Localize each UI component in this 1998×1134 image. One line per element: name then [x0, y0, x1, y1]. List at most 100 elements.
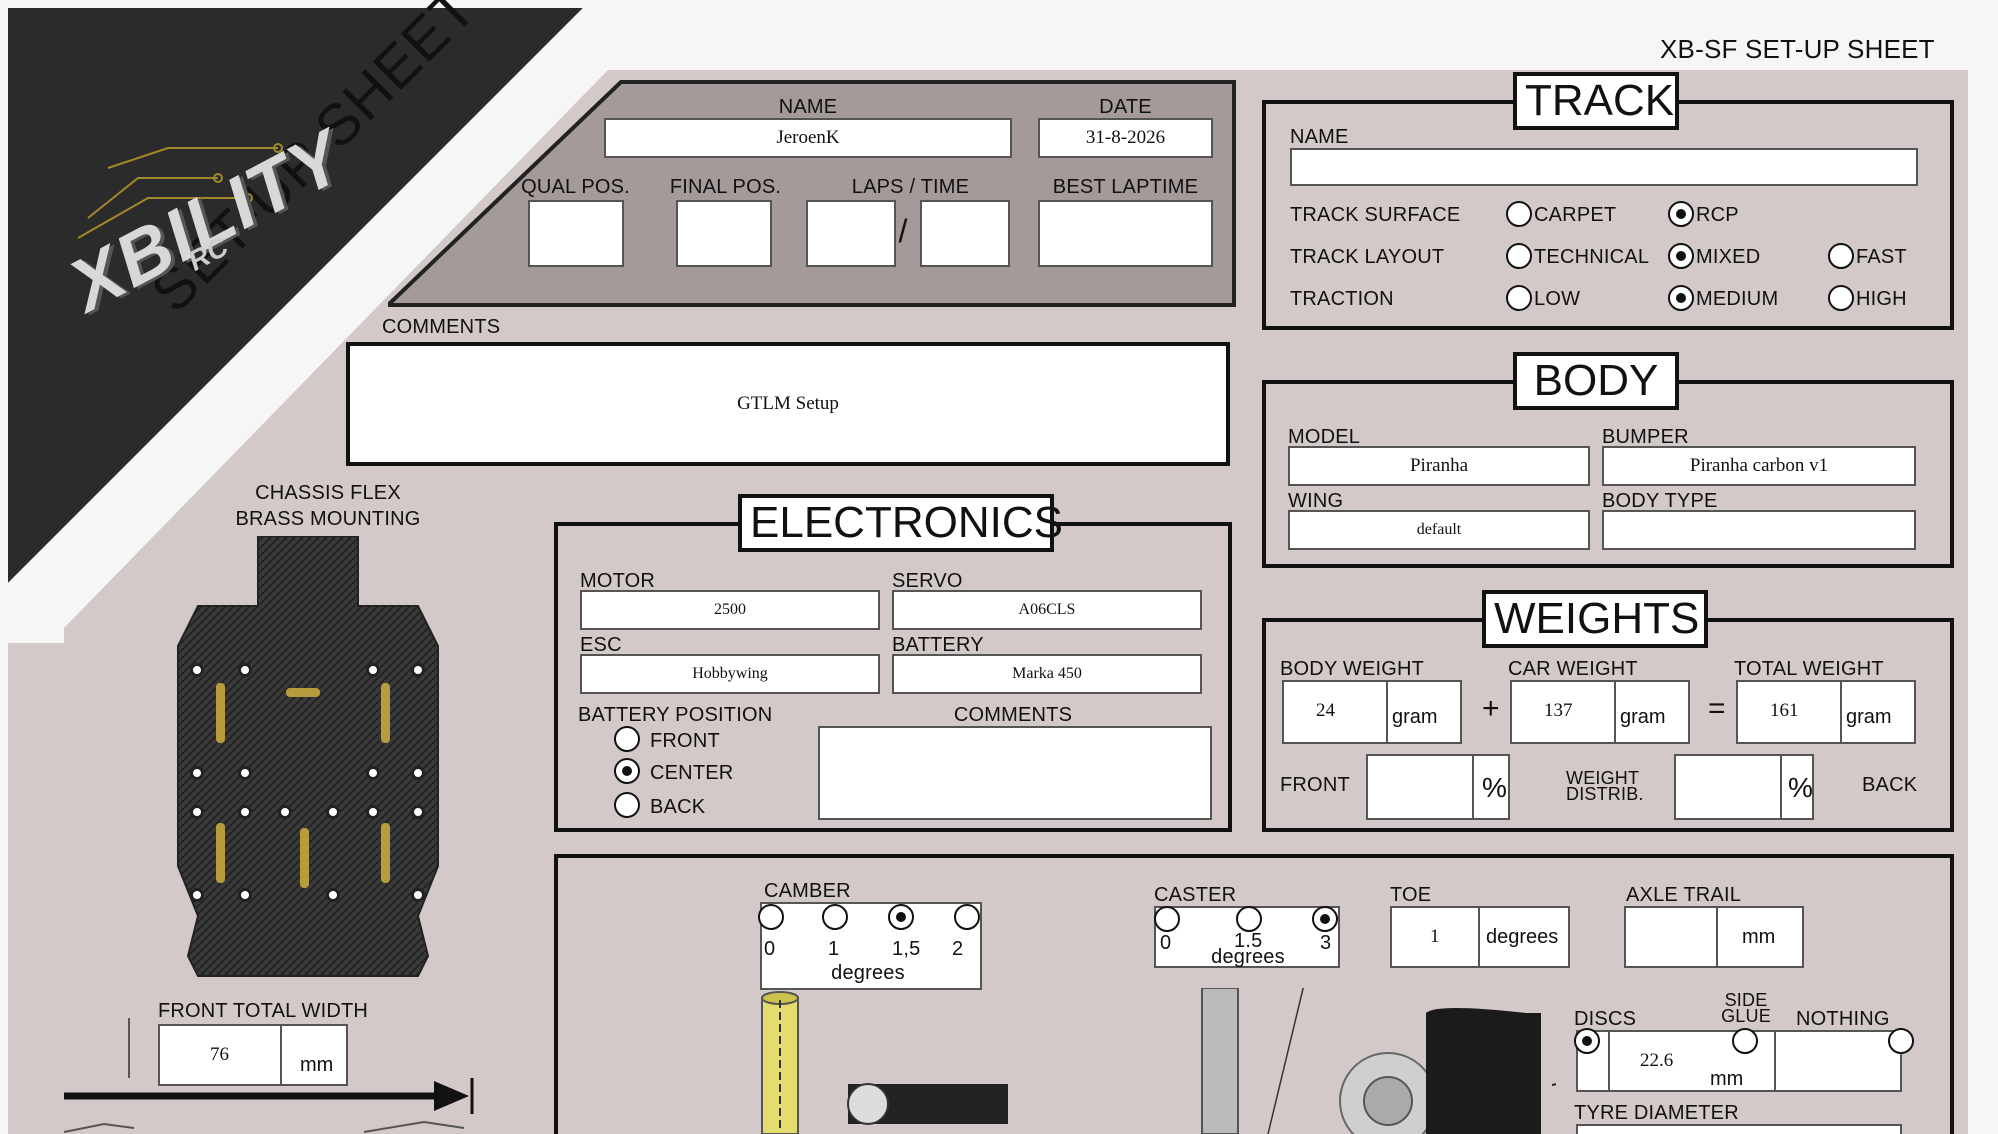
battery-position-label: BATTERY POSITION: [578, 704, 773, 726]
traction-radio-medium[interactable]: [1668, 285, 1694, 311]
mount-hole: [326, 888, 340, 902]
caster-label: CASTER: [1154, 884, 1237, 906]
tyre-diameter-value: 22.6: [1640, 1050, 1674, 1071]
body-type-field[interactable]: [1602, 510, 1916, 550]
front-width-label: FRONT TOTAL WIDTH: [157, 1000, 369, 1022]
servo-field[interactable]: A06CLS: [892, 590, 1202, 630]
layout-radio-fast[interactable]: [1828, 243, 1854, 269]
back-weight-field[interactable]: %: [1674, 754, 1814, 820]
caster-radio-3[interactable]: [1312, 906, 1338, 932]
esc-label: ESC: [580, 634, 622, 656]
surface-radio-carpet[interactable]: [1506, 201, 1532, 227]
final-pos-field[interactable]: [676, 200, 772, 267]
wing-label: WING: [1288, 490, 1344, 512]
camber-radio-0[interactable]: [758, 904, 784, 930]
battery-pos-center: CENTER: [650, 762, 734, 784]
tyre-diameter-unit: mm: [1710, 1068, 1744, 1090]
traction-option-medium: MEDIUM: [1696, 288, 1779, 310]
comments-label: COMMENTS: [382, 316, 501, 338]
mount-hole: [190, 888, 204, 902]
body-weight-value: 24: [1316, 700, 1335, 721]
battery-pos-radio-back[interactable]: [614, 792, 640, 818]
race-name-field[interactable]: JeroenK: [604, 118, 1012, 158]
weight-distrib-label-2: DISTRIB.: [1566, 784, 1644, 804]
toe-field[interactable]: 1 degrees: [1390, 906, 1570, 968]
camber-radio-1-5[interactable]: [888, 904, 914, 930]
tyre-radio-discs[interactable]: [1574, 1028, 1600, 1054]
axle-illustration: [64, 1120, 465, 1133]
traction-radio-low[interactable]: [1506, 285, 1532, 311]
caster-radio-0[interactable]: [1154, 906, 1180, 932]
mount-hole: [190, 663, 204, 677]
body-model-label: MODEL: [1288, 426, 1361, 448]
battery-field[interactable]: Marka 450: [892, 654, 1202, 694]
total-weight-value: 161: [1770, 700, 1799, 721]
nothing-label: NOTHING: [1796, 1008, 1890, 1030]
camber-label: CAMBER: [764, 880, 851, 902]
esc-field[interactable]: Hobbywing: [580, 654, 880, 694]
front-width-unit: mm: [300, 1054, 334, 1076]
mount-hole: [411, 766, 425, 780]
surface-radio-rcp[interactable]: [1668, 201, 1694, 227]
body-weight-unit: gram: [1392, 706, 1438, 728]
caster-radio-1-5[interactable]: [1236, 906, 1262, 932]
car-weight-field[interactable]: 137 gram: [1510, 680, 1690, 744]
body-weight-field[interactable]: 24 gram: [1282, 680, 1462, 744]
laps-field[interactable]: [806, 200, 896, 267]
qual-pos-field[interactable]: [528, 200, 624, 267]
laps-time-label: LAPS / TIME: [851, 176, 970, 198]
bumper-field[interactable]: Piranha carbon v1: [1602, 446, 1916, 486]
battery-pos-radio-center[interactable]: [614, 758, 640, 784]
best-laptime-field[interactable]: [1038, 200, 1213, 267]
camber-tick-0: 0: [764, 938, 776, 960]
camber-tick-1: 1: [828, 938, 840, 960]
camber-radio-2[interactable]: [954, 904, 980, 930]
caster-unit: degrees: [1211, 946, 1285, 968]
toe-value: 1: [1430, 926, 1440, 947]
weights-title: WEIGHTS: [1482, 590, 1708, 648]
wing-field[interactable]: default: [1288, 510, 1590, 550]
front-width-divider: [280, 1024, 282, 1086]
toe-unit: degrees: [1486, 926, 1559, 948]
tyre-diameter-box[interactable]: [1576, 1124, 1902, 1134]
race-date-field[interactable]: 31-8-2026: [1038, 118, 1213, 158]
body-model-field[interactable]: Piranha: [1288, 446, 1590, 486]
front-width-field[interactable]: 76 mm: [158, 1024, 348, 1086]
total-weight-field[interactable]: 161 gram: [1736, 680, 1916, 744]
battery-pos-front: FRONT: [650, 730, 720, 752]
front-pct-sign: %: [1482, 772, 1507, 803]
brass-slot: [216, 683, 225, 743]
front-width-value: 76: [210, 1044, 229, 1065]
caster-tick-1-5: 1.5: [1234, 930, 1263, 952]
total-weight-label: TOTAL WEIGHT: [1734, 658, 1884, 680]
camber-tick-1-5: 1,5: [892, 938, 921, 960]
mount-hole: [366, 805, 380, 819]
tyre-radio-nothing[interactable]: [1888, 1028, 1914, 1054]
camber-radio-1[interactable]: [822, 904, 848, 930]
front-weight-field[interactable]: %: [1366, 754, 1510, 820]
race-name-label: NAME: [778, 96, 838, 118]
time-field[interactable]: [920, 200, 1010, 267]
battery-pos-radio-front[interactable]: [614, 726, 640, 752]
traction-option-high: HIGH: [1856, 288, 1907, 310]
layout-radio-mixed[interactable]: [1668, 243, 1694, 269]
discs-label: DISCS: [1574, 1008, 1637, 1030]
front-weight-label: FRONT: [1280, 774, 1350, 796]
track-name-field[interactable]: [1290, 148, 1918, 186]
tyre-radio-side-glue[interactable]: [1732, 1028, 1758, 1054]
camber-tick-2: 2: [952, 938, 964, 960]
width-arrow-icon: [64, 1078, 474, 1114]
caster-tick-3: 3: [1320, 932, 1332, 954]
traction-radio-high[interactable]: [1828, 285, 1854, 311]
motor-field[interactable]: 2500: [580, 590, 880, 630]
electronics-comments-field[interactable]: [818, 726, 1212, 820]
brass-slot: [381, 683, 390, 743]
brass-slot: [216, 823, 225, 883]
body-title: BODY: [1513, 352, 1679, 410]
wheel-illustration: [1339, 1008, 1556, 1134]
comments-field[interactable]: GTLM Setup: [346, 342, 1230, 466]
layout-radio-technical[interactable]: [1506, 243, 1532, 269]
suspension-parts-illustration: [761, 988, 1304, 1134]
toe-label: TOE: [1390, 884, 1432, 906]
axle-trail-field[interactable]: mm: [1624, 906, 1804, 968]
